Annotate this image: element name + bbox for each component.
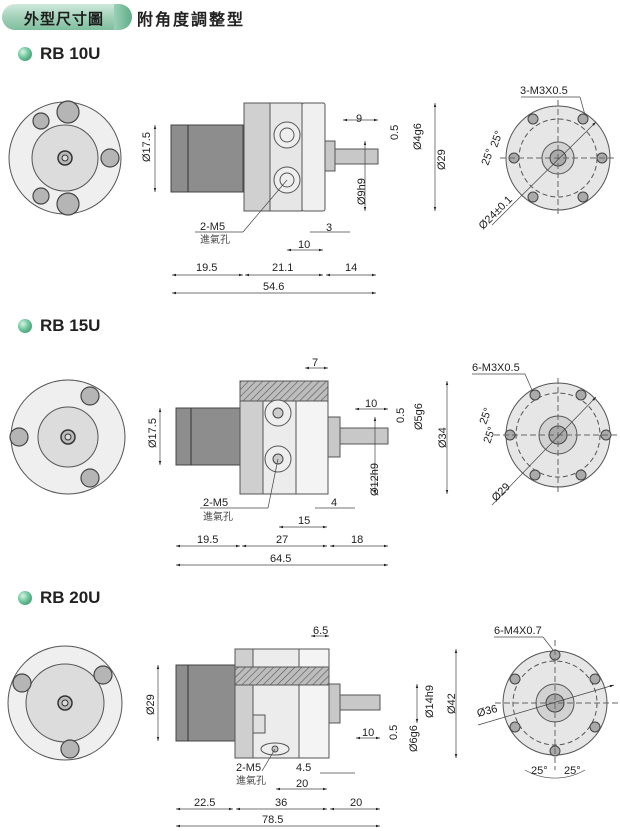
- dim-boss-len: 4.5: [296, 762, 311, 774]
- rb10u-side-view: [170, 102, 379, 212]
- port-note: 進氣孔: [200, 233, 230, 246]
- dim-body-dia: Ø42: [446, 693, 458, 714]
- end-angle1: 25°: [531, 765, 548, 777]
- model-heading-rb10u: RB 10U: [18, 44, 100, 64]
- port-label: 2-M5: [236, 762, 261, 774]
- rb10u-front-view: [8, 100, 122, 216]
- dim-top-offset: 6.5: [313, 625, 328, 637]
- dim-port-pos: 20: [296, 778, 308, 790]
- section-title: 外型尺寸圖: [24, 11, 105, 28]
- model-name: RB 20U: [40, 588, 101, 607]
- dim-shaft-dia: Ø4g6: [412, 123, 424, 150]
- model-heading-rb20u: RB 20U: [18, 588, 100, 608]
- dim-seg1: 19.5: [197, 534, 218, 546]
- dim-shaft-dia: Ø5g6: [413, 403, 425, 430]
- bullet-icon: [18, 319, 32, 333]
- model-heading-rb15u: RB 15U: [18, 316, 100, 336]
- end-angle1: 25°: [489, 129, 506, 149]
- end-pcd: Ø24±0.1: [477, 194, 515, 232]
- dim-flat: 0.5: [395, 408, 407, 423]
- dim-shaft-len: 10: [365, 398, 377, 410]
- end-pcd: Ø29: [490, 481, 513, 504]
- rb15u-side-view: [175, 380, 389, 495]
- port-label: 2-M5: [200, 221, 225, 233]
- end-angle2: 25°: [482, 425, 499, 445]
- dim-motor-dia: Ø17.5: [147, 418, 159, 448]
- dim-seg3: 20: [350, 797, 362, 809]
- dim-boss-len: 4: [331, 497, 337, 509]
- rb10u-end-view: [491, 96, 616, 226]
- end-thread-label: 6-M3X0.5: [472, 362, 520, 374]
- bullet-icon: [18, 47, 32, 61]
- dim-total: 64.5: [270, 553, 291, 565]
- dim-motor-dia: Ø29: [145, 694, 157, 715]
- rb15u-front-view: [9, 379, 126, 495]
- port-note: 進氣孔: [236, 774, 266, 787]
- dim-seg3: 18: [351, 534, 363, 546]
- dim-motor-dia: Ø17.5: [141, 132, 153, 162]
- dim-flat: 0.5: [389, 125, 401, 140]
- bullet-icon: [18, 591, 32, 605]
- dim-boss-len: 3: [326, 222, 332, 234]
- dim-shaft-len: 10: [362, 727, 374, 739]
- dim-flat: 0.5: [388, 725, 400, 740]
- end-pcd: Ø36: [476, 703, 499, 720]
- port-note: 進氣孔: [203, 510, 233, 523]
- dim-port-pos: 15: [298, 515, 310, 527]
- dim-port-pos: 10: [298, 239, 310, 251]
- dim-boss-dia: Ø12h9: [369, 463, 381, 496]
- dim-top-offset: 7: [312, 357, 318, 369]
- page-subtitle: 附角度調整型: [137, 12, 246, 29]
- section-title-pill: 外型尺寸圖: [2, 4, 132, 30]
- pill-cap-decoration: [114, 4, 132, 30]
- dim-seg3: 14: [345, 262, 357, 274]
- dim-total: 54.6: [263, 281, 284, 293]
- dim-shaft-len: 9: [356, 113, 362, 125]
- end-thread-label: 3-M3X0.5: [520, 85, 568, 97]
- end-angle2: 25°: [564, 765, 581, 777]
- bolt-heads: [32, 100, 120, 216]
- port-icon: [273, 121, 301, 149]
- dim-boss-dia: Ø14h9: [424, 685, 436, 718]
- end-angle1: 25°: [478, 406, 495, 426]
- dim-body-dia: Ø34: [437, 427, 449, 448]
- rb20u-front-view: [7, 645, 123, 761]
- dim-boss-dia: Ø9h9: [356, 178, 368, 205]
- end-angle2: 25°: [480, 147, 497, 167]
- end-thread-label: 6-M4X0.7: [494, 625, 542, 637]
- port-label: 2-M5: [203, 497, 228, 509]
- dim-total: 78.5: [262, 814, 283, 826]
- dim-seg2: 36: [275, 797, 287, 809]
- model-name: RB 10U: [40, 44, 101, 63]
- dim-seg2: 27: [276, 534, 288, 546]
- dim-shaft-dia: Ø6g6: [408, 725, 420, 752]
- rb20u-side-view: [175, 648, 381, 759]
- model-name: RB 15U: [40, 316, 101, 335]
- rb15u-end-view: [472, 373, 618, 506]
- dim-body-dia: Ø29: [436, 149, 448, 170]
- dim-seg1: 22.5: [194, 797, 215, 809]
- dim-seg2: 21.1: [272, 262, 293, 274]
- rb20u-end-view: [477, 636, 618, 779]
- dim-seg1: 19.5: [196, 262, 217, 274]
